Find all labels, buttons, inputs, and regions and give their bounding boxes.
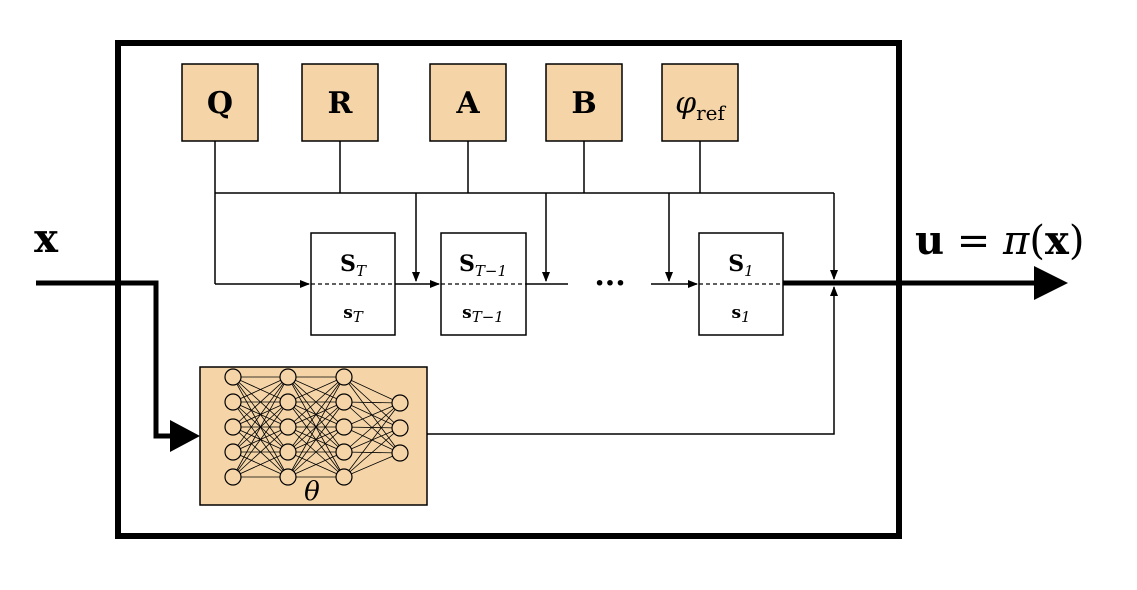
param-box-a: A	[429, 63, 507, 142]
neural-network-box: θ	[199, 366, 428, 507]
network-node	[224, 393, 242, 411]
param-label-q: Q	[207, 86, 233, 121]
network-edge	[287, 401, 345, 478]
network-node	[279, 393, 297, 411]
network-edge	[232, 451, 289, 478]
network-edge	[343, 402, 401, 453]
network-node	[335, 368, 353, 386]
network-edge	[343, 401, 401, 404]
network-edge	[232, 376, 289, 453]
network-node	[224, 443, 242, 461]
network-output-path	[427, 286, 838, 435]
network-node	[391, 444, 409, 462]
network-edge	[287, 451, 345, 478]
output-arrowhead	[1034, 266, 1068, 300]
stage-t-minus-1-small-label: sT−1	[462, 303, 504, 326]
input-arrowhead	[170, 420, 200, 452]
network-edge	[343, 427, 401, 478]
stage-t-small-label: sT	[343, 303, 364, 326]
network-edge	[343, 376, 401, 404]
network-edge	[343, 452, 401, 478]
network-node	[335, 468, 353, 486]
output-label: u = π(x)	[915, 217, 1084, 264]
bus-drop-arrows	[412, 193, 838, 282]
network-edge	[232, 401, 289, 478]
param-box-r: R	[301, 63, 379, 142]
network-edge	[287, 376, 345, 453]
network-edge	[343, 402, 401, 428]
stage-box-1: S1 s1	[698, 232, 784, 336]
param-box-q: Q	[181, 63, 259, 142]
stage-box-t-minus-1: ST−1 sT−1	[440, 232, 527, 336]
network-node	[279, 368, 297, 386]
network-edge	[287, 426, 345, 478]
network-edges	[232, 376, 401, 478]
param-label-b: B	[571, 86, 596, 121]
network-edge	[287, 376, 345, 478]
network-edge	[232, 376, 289, 478]
outer-frame	[115, 40, 902, 539]
network-node	[335, 418, 353, 436]
stage-t-minus-1-big-label: ST−1	[459, 251, 507, 280]
network-node	[279, 468, 297, 486]
param-label-r: R	[328, 86, 354, 121]
stage-1-small-label: s1	[731, 303, 750, 326]
network-edge	[343, 402, 401, 478]
stage-box-t: ST sT	[310, 232, 396, 336]
network-node	[391, 394, 409, 412]
network-node	[224, 418, 242, 436]
network-label: θ	[304, 477, 320, 507]
network-node	[224, 468, 242, 486]
network-node	[279, 443, 297, 461]
param-label-a: A	[455, 86, 480, 121]
parameter-bus	[214, 141, 834, 284]
stage-t-big-label: ST	[340, 251, 367, 280]
network-edge	[287, 376, 345, 403]
network-node	[224, 368, 242, 386]
network-node	[335, 393, 353, 411]
input-label: x	[34, 215, 59, 262]
network-node	[279, 418, 297, 436]
network-edge	[232, 426, 289, 478]
network-nodes	[224, 368, 409, 486]
param-label-phi-ref: φref	[675, 86, 726, 125]
stage-ellipsis: ···	[594, 266, 625, 301]
param-box-phi-ref: φref	[661, 63, 739, 142]
stage-1-big-label: S1	[728, 251, 753, 280]
network-node	[391, 419, 409, 437]
network-node	[335, 443, 353, 461]
network-edge	[232, 376, 289, 403]
network-edge	[232, 376, 289, 428]
network-edge	[287, 376, 345, 428]
input-path	[36, 280, 172, 439]
param-box-b: B	[545, 63, 623, 142]
